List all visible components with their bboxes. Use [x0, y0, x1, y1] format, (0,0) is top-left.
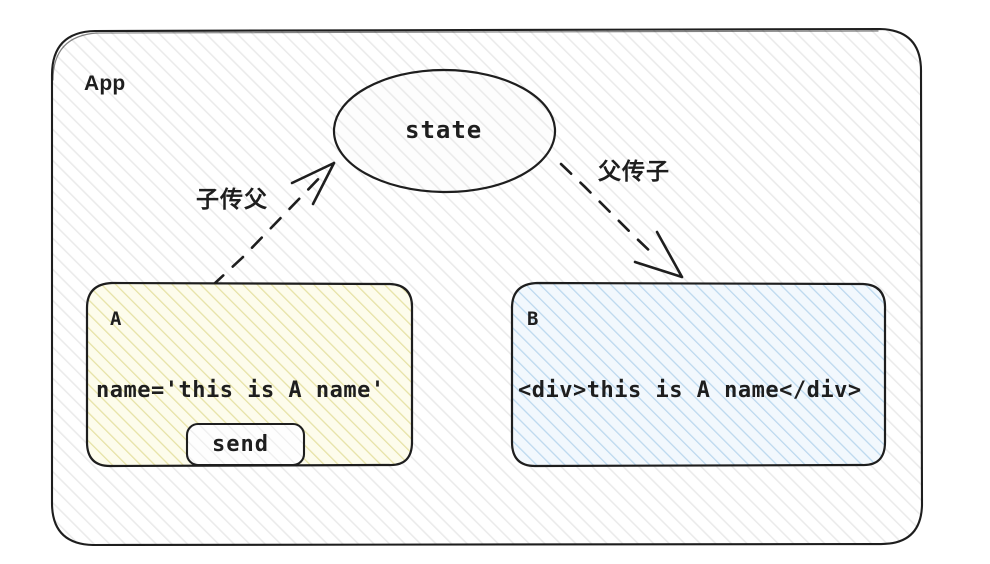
app-container-sketch-stroke: [52, 30, 879, 81]
edge-parent-to-child-arrowhead: [633, 230, 684, 279]
app-container-border: [50, 27, 924, 547]
node-a[interactable]: [85, 281, 414, 468]
send-button[interactable]: [185, 422, 306, 467]
node-a-border: [85, 281, 414, 468]
edge-child-to-parent-line: [211, 168, 329, 287]
edge-child-to-parent-arrowhead: [290, 161, 336, 206]
node-b-border: [510, 281, 887, 468]
send-button-border: [185, 422, 306, 467]
send-button-hatch: [187, 424, 304, 465]
edge-parent-to-child[interactable]: [559, 162, 684, 279]
node-b-hatch: [512, 283, 886, 466]
node-state-hatch: [333, 70, 555, 192]
node-a-hatch: [87, 283, 413, 466]
node-b[interactable]: [510, 281, 887, 468]
edge-child-to-parent[interactable]: [211, 161, 336, 287]
node-state-border: [332, 68, 557, 194]
node-state[interactable]: [332, 68, 557, 194]
edge-parent-to-child-line: [559, 162, 657, 258]
